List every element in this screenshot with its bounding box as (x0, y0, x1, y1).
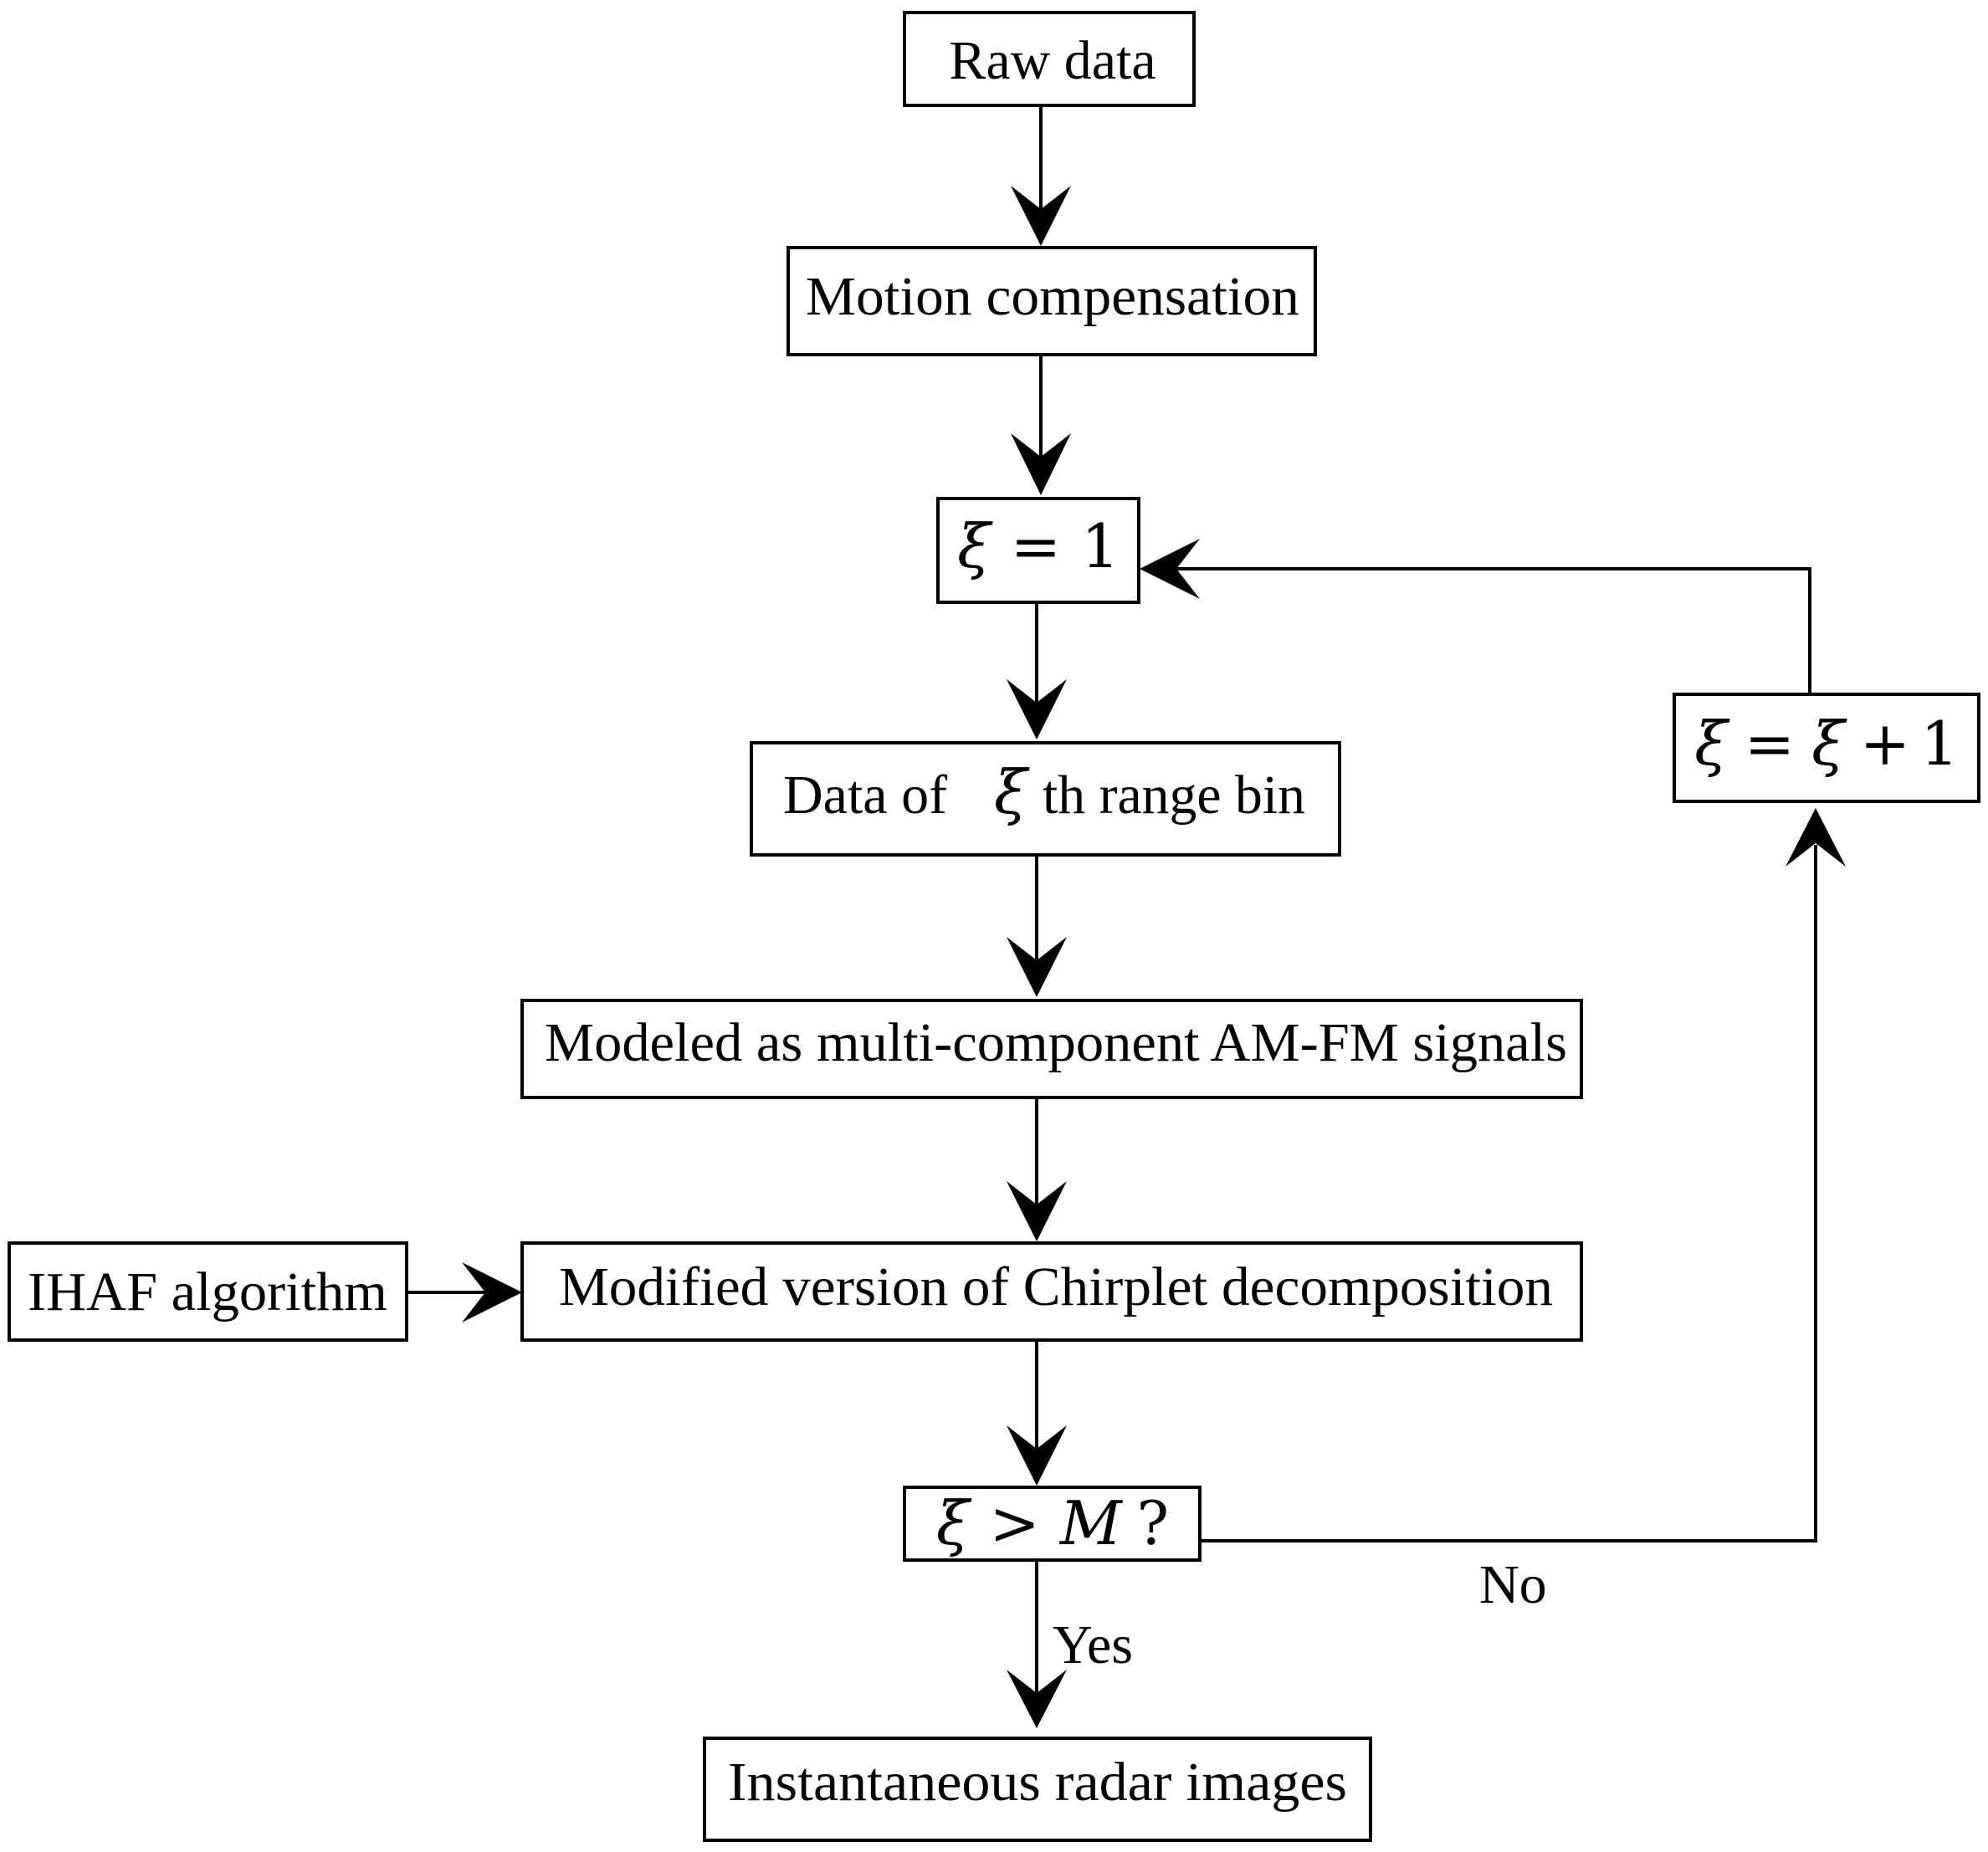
arrowheads (462, 186, 1846, 1728)
motion-compensation-label: Motion compensation (806, 266, 1299, 327)
raw-data-box (903, 11, 1196, 107)
increment-expression: ξ = ξ + 1 (1694, 709, 1959, 779)
range-bin-box (750, 741, 1341, 857)
connectors (407, 105, 1817, 1715)
node-chirplet: Modified version of Chirplet decompositi… (520, 1241, 1583, 1342)
arrowhead-output (1007, 1670, 1067, 1728)
node-init: ξ = 1 (936, 497, 1140, 604)
range-bin-prefix: Data of (783, 765, 947, 826)
modeled-label: Modeled as multi-component AM-FM signals (545, 1012, 1567, 1073)
ihaf-box (8, 1241, 408, 1342)
node-output: Instantaneous radar images (703, 1737, 1372, 1842)
output-box (703, 1737, 1372, 1842)
increment-box (1673, 693, 1980, 803)
increment-plus: + (1860, 709, 1910, 779)
decision-bound: M (1058, 1488, 1124, 1558)
node-range-bin: Data of ξ th range bin (750, 741, 1341, 857)
modeled-box (520, 999, 1583, 1099)
init-op: = (1011, 511, 1061, 581)
init-box (936, 497, 1140, 604)
output-label: Instantaneous radar images (728, 1752, 1347, 1813)
motion-compensation-box (786, 246, 1317, 356)
arrowhead-decision (1007, 1425, 1067, 1486)
increment-var: ξ (1694, 709, 1730, 779)
decision-var: ξ (936, 1488, 972, 1558)
edge-increment-to-init (1163, 567, 1811, 694)
increment-var2: ξ (1811, 709, 1847, 779)
node-modeled: Modeled as multi-component AM-FM signals (520, 999, 1583, 1099)
increment-one: 1 (1920, 709, 1959, 779)
ihaf-label: IHAF algorithm (28, 1261, 387, 1322)
decision-expression: ξ > M ? (936, 1488, 1169, 1558)
range-bin-suffix: th range bin (1043, 765, 1305, 826)
arrowhead-modeled (1007, 937, 1067, 997)
chirplet-label: Modified version of Chirplet decompositi… (559, 1256, 1553, 1317)
init-var: ξ (957, 511, 993, 581)
arrowhead-ihaf (462, 1262, 522, 1322)
node-ihaf: IHAF algorithm (8, 1241, 408, 1342)
decision-op: > (989, 1488, 1039, 1558)
raw-data-label: Raw data (949, 30, 1155, 91)
arrowhead-init (1011, 433, 1071, 495)
no-label: No (1479, 1554, 1547, 1615)
decision-box (903, 1486, 1202, 1562)
chirplet-box (520, 1241, 1583, 1342)
init-val: 1 (1081, 511, 1120, 581)
arrowhead-motion (1011, 186, 1071, 246)
node-raw-data: Raw data (903, 11, 1196, 107)
range-bin-var: ξ (994, 757, 1030, 827)
decision-question: ? (1137, 1488, 1170, 1558)
increment-op: = (1745, 709, 1795, 779)
arrowhead-rangebin (1007, 679, 1067, 739)
node-motion-compensation: Motion compensation (786, 246, 1317, 356)
init-expression: ξ = 1 (957, 511, 1120, 581)
edge-decision-no (1200, 845, 1817, 1542)
node-increment: ξ = ξ + 1 (1673, 693, 1980, 803)
node-decision: ξ > M ? (903, 1486, 1202, 1562)
arrowhead-increment (1786, 808, 1846, 867)
arrowhead-chirplet (1007, 1181, 1067, 1241)
arrowhead-loop-back (1140, 539, 1200, 599)
yes-label: Yes (1053, 1614, 1133, 1675)
